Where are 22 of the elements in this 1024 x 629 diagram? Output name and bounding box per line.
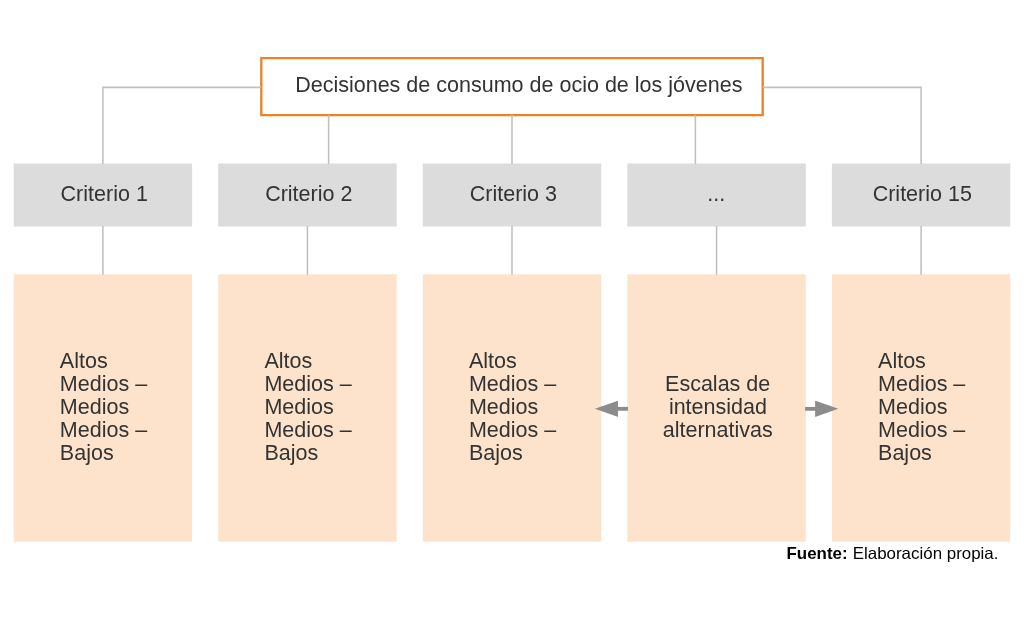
node-box: Altos Medios – Medios Medios – Bajos (13, 273, 193, 542)
node-box: Altos Medios – Medios Medios – Bajos (218, 273, 397, 542)
connector (327, 113, 330, 165)
connector (511, 224, 513, 275)
connector (102, 86, 262, 165)
connector (694, 113, 697, 165)
node-box: ... (627, 163, 806, 227)
node-box: Criterio 15 (831, 163, 1011, 227)
connector (102, 224, 104, 275)
node-box: Decisiones de consumo de ocio de los jóvenes (260, 56, 764, 116)
connector (511, 113, 513, 165)
node-box: Criterio 3 (422, 163, 602, 227)
connector (762, 86, 922, 165)
connector (306, 224, 309, 275)
connector (920, 224, 922, 275)
node-box: Altos Medios – Medios Medios – Bajos (831, 273, 1011, 542)
node-box: Altos Medios – Medios Medios – Bajos (422, 273, 602, 542)
connector (715, 224, 718, 275)
caption: Fuente: Elaboración propia. (786, 543, 999, 563)
node-box: Criterio 2 (218, 163, 397, 227)
node-box: Escalas de intensidad alternativas (627, 273, 806, 542)
node-box: Criterio 1 (13, 163, 193, 227)
